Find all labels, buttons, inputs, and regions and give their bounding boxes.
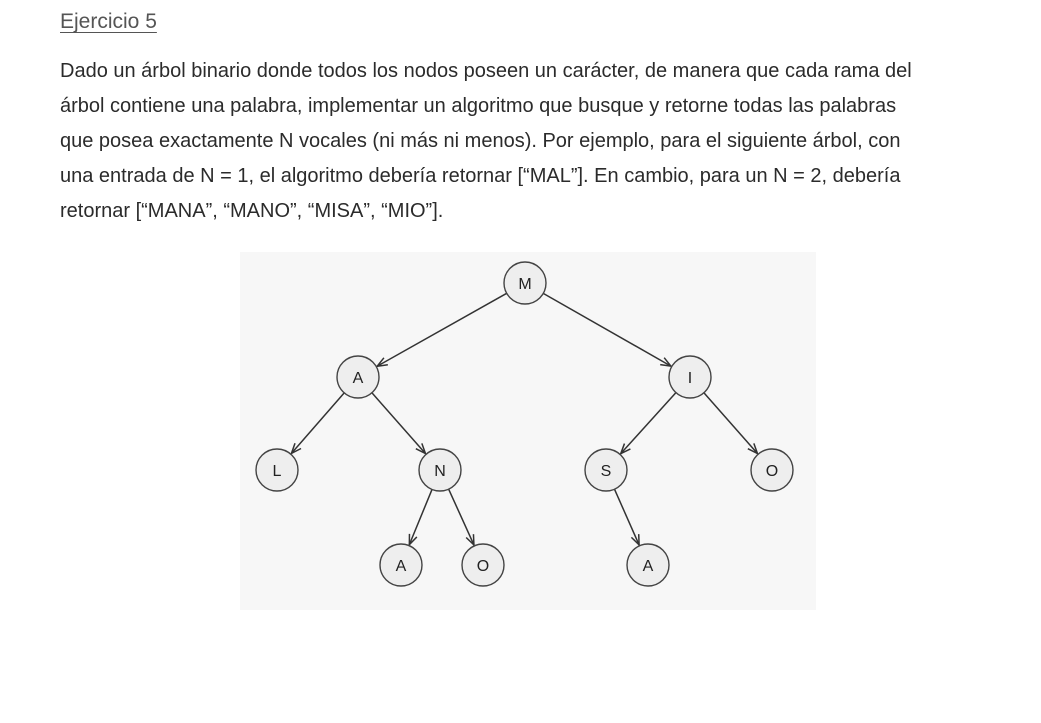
tree-node-label: O xyxy=(766,463,778,480)
tree-node-label: M xyxy=(518,276,531,293)
description-line: que posea exactamente N vocales (ni más … xyxy=(60,130,901,152)
tree-nodes: M A I L N S O A O A xyxy=(255,261,794,587)
exercise-description: Dado un árbol binario donde todos los no… xyxy=(60,54,1000,229)
tree-edge-arrow xyxy=(613,488,639,545)
tree-node: O xyxy=(750,448,794,492)
tree-node-circle xyxy=(255,448,299,492)
tree-node: N xyxy=(418,448,462,492)
tree-node-circle xyxy=(379,543,423,587)
tree-node-label: N xyxy=(434,463,446,480)
tree-node-label: I xyxy=(688,370,692,387)
description-line: retornar [“MANA”, “MANO”, “MISA”, “MIO”]… xyxy=(60,200,444,222)
tree-node-circle xyxy=(750,448,794,492)
tree-node-label: A xyxy=(353,370,364,387)
tree-node-circle xyxy=(668,355,712,399)
tree-edge-arrow xyxy=(377,292,508,366)
binary-tree-figure: M A I L N S O A O A xyxy=(240,252,816,610)
tree-node-label: A xyxy=(396,558,407,575)
tree-node: I xyxy=(668,355,712,399)
tree-node-circle xyxy=(418,448,462,492)
tree-node-circle xyxy=(584,448,628,492)
exercise-heading: Ejercicio 5 xyxy=(60,10,157,33)
tree-edges xyxy=(291,292,758,545)
description-line: Dado un árbol binario donde todos los no… xyxy=(60,60,912,82)
tree-node-label: L xyxy=(273,463,282,480)
tree-edge-arrow xyxy=(371,392,426,454)
tree-node: M xyxy=(503,261,547,305)
binary-tree-diagram: M A I L N S O A O A xyxy=(255,261,794,587)
tree-node-circle xyxy=(503,261,547,305)
tree-edge-arrow xyxy=(703,392,758,454)
tree-node: L xyxy=(255,448,299,492)
tree-edge-arrow xyxy=(621,392,677,454)
tree-edge-arrow xyxy=(291,392,345,454)
tree-node: A xyxy=(379,543,423,587)
tree-node: A xyxy=(336,355,380,399)
tree-node-circle xyxy=(461,543,505,587)
tree-node: O xyxy=(461,543,505,587)
tree-node: S xyxy=(584,448,628,492)
tree-node: A xyxy=(626,543,670,587)
tree-edge-arrow xyxy=(542,292,671,366)
tree-node-circle xyxy=(336,355,380,399)
description-line: árbol contiene una palabra, implementar … xyxy=(60,95,897,117)
tree-edge-arrow xyxy=(447,488,474,545)
tree-node-circle xyxy=(626,543,670,587)
tree-node-label: S xyxy=(601,463,612,480)
tree-node-label: A xyxy=(643,558,654,575)
tree-edge-arrow xyxy=(409,489,433,544)
description-line: una entrada de N = 1, el algoritmo deber… xyxy=(60,165,901,187)
tree-node-label: O xyxy=(477,558,489,575)
